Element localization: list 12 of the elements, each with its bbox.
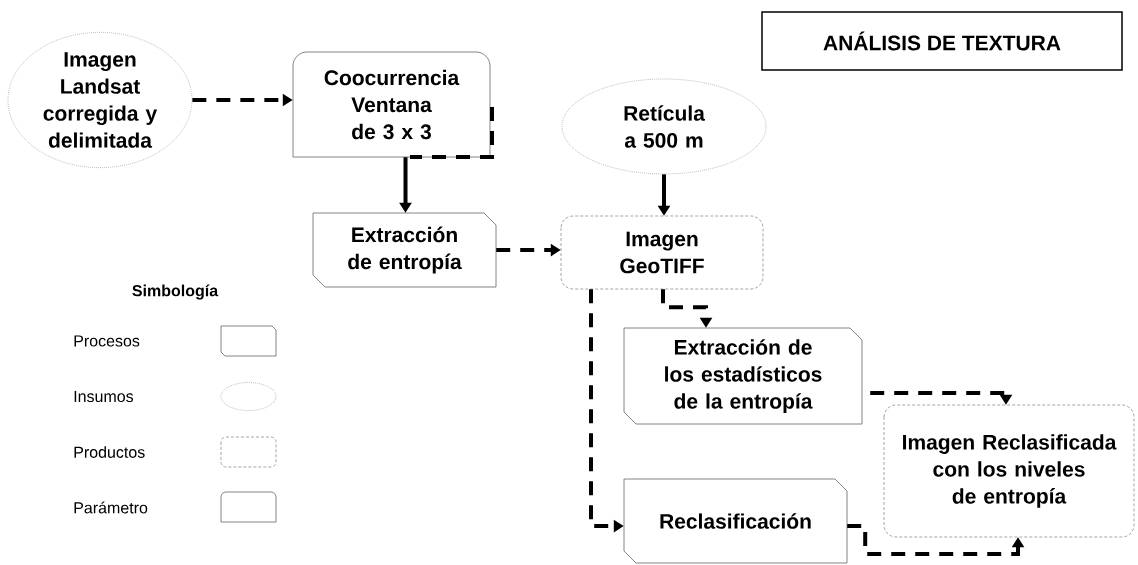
process-box: Reclasificación [623,478,848,564]
process-box: Extracción de entropía [312,212,497,288]
parameter-box: Coocurrencia Ventana de 3 x 3 [292,51,494,159]
legend-text: Procesos [74,335,140,347]
product-box: Imagen GeoTIFF [560,215,764,290]
legend-text: Parámetro [74,501,148,514]
legend-text: Insumos [74,390,134,403]
product-box: Imagen Reclasificada con los niveles de entropía [883,404,1135,538]
title-box: ANÁLISIS DE TEXTURA [761,11,1123,71]
legend-heading: Simbología [132,284,219,300]
process-box: Extracción de los estadísticos de la entropía [623,327,863,425]
legend-text: Productos [74,446,145,458]
